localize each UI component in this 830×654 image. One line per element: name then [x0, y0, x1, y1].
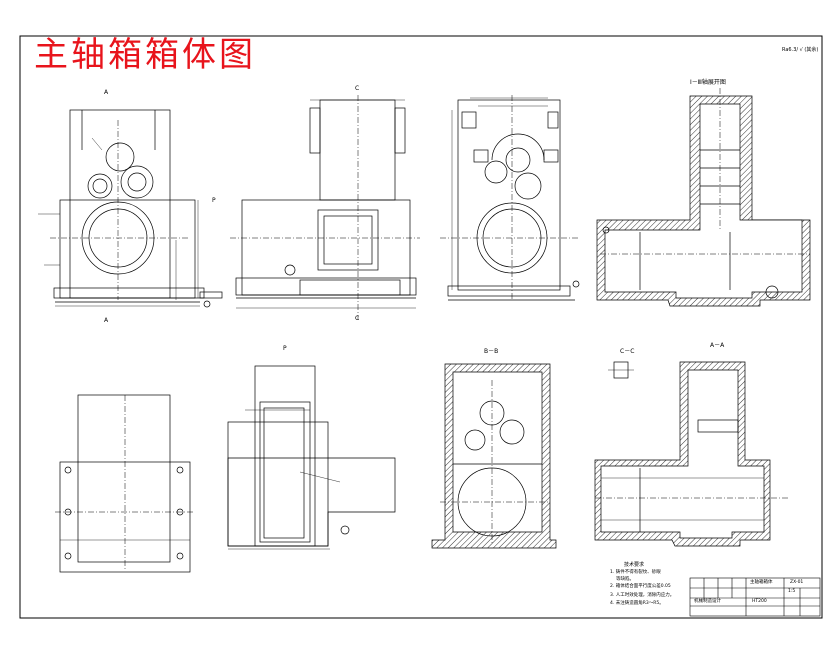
- p-arrow-label: P: [212, 197, 216, 204]
- section-label-c-bottom: C: [355, 315, 360, 322]
- p-direction-view: [227, 365, 396, 550]
- section-label-c-top: C: [355, 85, 360, 92]
- bb-section-label: B－B: [484, 348, 499, 355]
- a-a-section-view: [594, 361, 790, 547]
- roughness-note: Ra6.3/ √ (其余): [782, 47, 819, 53]
- title-block-material: HT200: [752, 599, 767, 604]
- tech-requirement-item: 等缺陷。: [616, 577, 634, 582]
- title-block-scale: 1:5: [788, 589, 796, 594]
- tech-requirement-item: 1. 铸件不得有裂纹、砂眼: [610, 570, 661, 575]
- shaft-development-label: Ⅰ－Ⅲ轴展开图: [690, 79, 726, 86]
- drawing-frame: [19, 35, 823, 619]
- cc-section-label: C－C: [620, 348, 635, 355]
- title-block: [689, 577, 821, 617]
- title-block-part-name: 主轴箱箱体: [750, 580, 773, 585]
- p-view-label: P: [283, 345, 287, 352]
- title-block-drawing-no: ZX-01: [790, 580, 804, 585]
- tech-requirement-item: 4. 未注铸造圆角R3～R5。: [610, 601, 664, 606]
- tech-requirements-heading: 技术要求: [624, 562, 645, 568]
- title-block-company: 机械制造设计: [694, 599, 721, 604]
- section-label-a-bottom: A: [104, 317, 109, 324]
- section-label-a-top: A: [104, 89, 109, 96]
- b-b-section-view: [431, 363, 557, 549]
- bottom-plan-view: [55, 394, 195, 573]
- tech-requirement-item: 3. 人工时效处理，消除内应力。: [610, 593, 675, 598]
- drawing-title: 主轴箱箱体图: [34, 35, 256, 75]
- tech-requirement-item: 2. 箱体结合面平行度公差0.05: [610, 584, 671, 589]
- aa-section-label: A－A: [710, 342, 725, 349]
- side-view: [230, 95, 420, 320]
- shaft-development-section: [596, 88, 811, 307]
- sectional-front-view: [440, 95, 580, 301]
- c-c-detail: [608, 361, 634, 379]
- front-view: [38, 109, 223, 308]
